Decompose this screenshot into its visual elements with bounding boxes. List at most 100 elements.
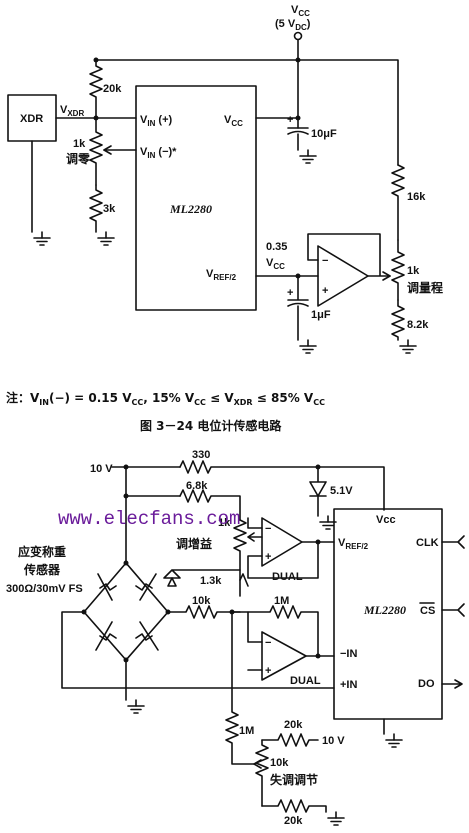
r1k3-label: 1.3k xyxy=(200,575,222,587)
supply-label: 10 V xyxy=(90,463,113,475)
resistor-16k xyxy=(391,164,405,241)
ground-symbol xyxy=(97,231,115,246)
ground-symbol xyxy=(33,231,51,246)
resistor-20k-top xyxy=(261,733,319,747)
ground-symbol xyxy=(127,699,145,714)
capacitor-10uf xyxy=(287,127,309,151)
pot-zero-name: 调零 xyxy=(66,152,91,166)
cs-terminal xyxy=(441,603,465,617)
v10-label: 10 V xyxy=(322,735,345,747)
ml2280-chip-2 xyxy=(333,508,443,720)
potentiometer-zero xyxy=(89,117,103,186)
pin-clk: CLK xyxy=(416,537,439,549)
cap-10uf-label: 10μF xyxy=(311,128,337,140)
ground-symbol xyxy=(385,733,403,748)
offset-pot-value: 10k xyxy=(270,757,289,769)
offset-pot-name: 失调调节 xyxy=(270,772,318,787)
r330-label: 330 xyxy=(192,449,210,461)
vref-value-unit: VCC xyxy=(266,257,285,271)
figure1-caption: 图 3－24 电位计传感电路 xyxy=(140,418,282,433)
ml2280-chip-1 xyxy=(135,85,257,311)
zener-label: 5.1V xyxy=(330,485,353,497)
pot-zero-value: 1k xyxy=(73,138,86,150)
r20k-b-label: 20k xyxy=(284,815,303,827)
cap-1uf-label: 1μF xyxy=(311,309,331,321)
r20k-a-label: 20k xyxy=(284,719,303,731)
chip2-vref: VREF/2 xyxy=(338,537,369,551)
r1m-b-label: 1M xyxy=(239,725,254,737)
resistor-20k-bottom xyxy=(261,799,327,813)
pin-cs: CS xyxy=(420,605,435,617)
ground-symbol xyxy=(327,811,345,826)
svg-text:−: − xyxy=(322,255,328,267)
resistor-6k8 xyxy=(179,489,241,521)
chip2-vcc: Vcc xyxy=(376,514,396,526)
ground-symbol xyxy=(299,339,317,354)
pin-vref: VREF/2 xyxy=(206,268,237,282)
watermark: www.elecfans.com xyxy=(58,508,240,530)
resistor-20k xyxy=(89,59,103,119)
gain-pot-name: 调增益 xyxy=(176,536,212,551)
resistor-330 xyxy=(179,460,385,511)
r1m-a-label: 1M xyxy=(274,595,289,607)
pin-plus-in: +IN xyxy=(340,679,357,691)
r16k-label: 16k xyxy=(407,191,426,203)
vcc-rail xyxy=(95,39,399,166)
svg-text:−: − xyxy=(265,523,271,535)
figure-strain-gauge-circuit: 10 V 330 5.1V 6.8k 1k 调增益 1.3k − + DUAL xyxy=(6,449,465,827)
pot-range-value: 1k xyxy=(407,265,420,277)
svg-text:+: + xyxy=(322,285,328,297)
sensor-spec: 300Ω/30mV FS xyxy=(6,583,83,595)
pin-vcc: VCC xyxy=(224,114,243,128)
r3k-label: 3k xyxy=(103,203,116,215)
svg-text:+: + xyxy=(265,551,271,563)
figure1-note: 注：VIN(−) = 0.15 VCC, 15% VCC ≤ VXDR ≤ 85… xyxy=(6,390,325,407)
r6k8-label: 6.8k xyxy=(186,480,208,492)
vxdr-label: VXDR xyxy=(60,104,84,118)
r10k-label: 10k xyxy=(192,595,211,607)
resistor-10k xyxy=(167,605,241,619)
diff-opamp xyxy=(261,631,307,681)
clk-terminal xyxy=(441,535,465,549)
potentiometer-offset xyxy=(255,739,269,807)
vref-value: 0.35 xyxy=(266,241,287,253)
gain-opamp xyxy=(261,517,303,567)
resistor-1m-offset xyxy=(225,611,255,765)
resistor-1k3 xyxy=(239,573,249,587)
xdr-label: XDR xyxy=(20,113,43,125)
figure-potentiometer-sensing-circuit: VCC (5 VDC) XDR VXDR 20k 1k 调零 3k VIN (+… xyxy=(6,4,443,433)
pot-range-name: 调量程 xyxy=(407,280,443,295)
sensor-name-2: 传感器 xyxy=(23,562,61,577)
svg-text:+: + xyxy=(287,114,293,126)
svg-text:+: + xyxy=(265,665,271,677)
do-terminal xyxy=(441,679,463,689)
vcc-value: (5 VDC) xyxy=(275,18,311,32)
zener-diode xyxy=(309,466,327,517)
potentiometer-gain xyxy=(233,519,247,581)
resistor-3k xyxy=(89,184,103,233)
pin-do: DO xyxy=(418,678,435,690)
svg-text:+: + xyxy=(287,287,293,299)
r8k2-label: 8.2k xyxy=(407,319,429,331)
sensor-name-1: 应变称重 xyxy=(18,544,66,559)
resistor-1m-feedback xyxy=(231,605,319,655)
capacitor-1uf xyxy=(287,275,309,341)
dual2-label: DUAL xyxy=(290,675,321,687)
vcc-label: VCC xyxy=(291,4,310,18)
chip2-name: ML2280 xyxy=(363,603,406,617)
r20k-label: 20k xyxy=(103,83,122,95)
resistor-8k2 xyxy=(391,299,405,341)
vcc-terminal xyxy=(293,31,303,41)
ground-symbol xyxy=(299,149,317,164)
ground-symbol xyxy=(399,339,417,354)
pin-vin-plus: VIN (+) xyxy=(140,114,172,128)
potentiometer-range xyxy=(391,239,405,301)
svg-text:−: − xyxy=(265,637,271,649)
pin-vin-minus: VIN (−)* xyxy=(140,146,177,160)
buffer-opamp xyxy=(317,245,369,307)
gain-pot-value: 1k xyxy=(218,517,231,529)
chip-name: ML2280 xyxy=(169,202,212,216)
pin-minus-in: −IN xyxy=(340,648,357,660)
dual1-label: DUAL xyxy=(272,571,303,583)
